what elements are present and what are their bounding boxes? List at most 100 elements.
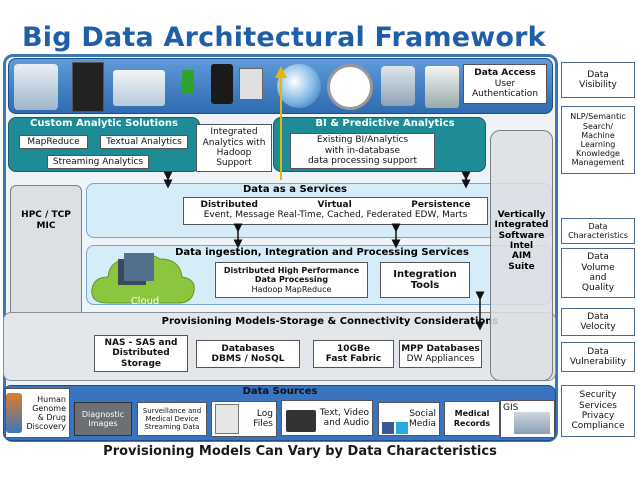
- phone-icon: [182, 70, 194, 94]
- social-line1: Social: [409, 408, 436, 419]
- db-line1: Databases: [221, 343, 275, 354]
- human-line1: Human: [37, 394, 66, 404]
- vertical-label: Vertically Integrated Software Intel AIM…: [490, 210, 553, 272]
- data-sources-title: Data Sources: [242, 386, 318, 397]
- dna-icon: [6, 393, 22, 433]
- bi-predictive-title: BI & Predictive Analytics: [315, 118, 455, 129]
- surv-line2: Medical Device: [145, 414, 199, 423]
- dist-title1: Distributed High Performance: [223, 266, 360, 276]
- nlp-line6: Management: [571, 158, 625, 168]
- daas-title: Data as a Services: [243, 184, 347, 195]
- nlp-line3: Machine: [581, 130, 615, 140]
- daas-persistence: Persistence: [411, 200, 471, 210]
- custom-analytic-title: Custom Analytic Solutions: [30, 118, 178, 129]
- nas-line1: NAS - SAS and: [104, 337, 178, 348]
- text-line2: and Audio: [323, 418, 369, 428]
- char-line2: Characteristics: [568, 231, 628, 240]
- log-line2: Files: [253, 419, 273, 429]
- label-data-velocity: Data Velocity: [561, 308, 635, 336]
- nas-box: NAS - SAS and Distributed Storage: [94, 335, 188, 372]
- vertical-line2: Integrated: [494, 220, 549, 231]
- db-line2: DBMS / NoSQL: [211, 354, 285, 364]
- text-line1: Text, Video: [319, 407, 369, 418]
- gbe-box: 10GBe Fast Fabric: [313, 340, 394, 368]
- vertical-line1: Vertically: [497, 210, 546, 220]
- nlp-line4: Learning: [580, 140, 616, 149]
- diag-line2: Images: [88, 419, 118, 428]
- cloud-label: Cloud: [130, 296, 160, 307]
- surv-line1: Surveillance and: [142, 406, 202, 415]
- monitor-icon: [239, 68, 263, 100]
- vertical-line4: Intel: [509, 241, 534, 252]
- mapreduce-box: MapReduce: [19, 135, 88, 149]
- chart-magnifier-icon: [327, 64, 373, 110]
- video-icon: [286, 410, 316, 432]
- sec-line2: Services: [579, 400, 617, 411]
- existing-bi-line2: with in-database: [324, 145, 401, 156]
- hpc-line1: HPC / TCP: [21, 210, 71, 220]
- vul-line1: Data: [587, 346, 609, 357]
- vertical-line3: Software: [498, 230, 545, 241]
- daas-sub: Event, Message Real-Time, Cached, Federa…: [203, 210, 468, 221]
- data-access-title: Data Access: [474, 68, 536, 79]
- med-line2: Records: [453, 418, 491, 428]
- handheld-scanner-icon: [381, 66, 415, 106]
- gbe-line1: 10GBe: [337, 343, 370, 354]
- doctor-tablet-icon: [14, 64, 58, 110]
- dist-title2: Data Processing: [254, 275, 329, 285]
- label-security: Security Services Privacy Compliance: [561, 385, 635, 437]
- label-data-vulnerability: Data Vulnerability: [561, 342, 635, 372]
- daas-box: Distributed Virtual Persistence Event, M…: [183, 197, 488, 225]
- existing-bi-box: Existing BI/Analytics with in-database d…: [290, 133, 435, 169]
- hpc-label: HPC / TCP MIC: [12, 210, 80, 232]
- gbe-line2: Fast Fabric: [325, 354, 382, 364]
- sec-line3: Privacy: [581, 411, 615, 421]
- vol-line3: and: [589, 273, 607, 283]
- integrated-line2: Analytics with: [202, 137, 266, 148]
- provisioning-title: Provisioning Models-Storage & Connectivi…: [161, 316, 499, 327]
- log-file-icon: [215, 404, 239, 434]
- server-rack-icon: [72, 62, 104, 112]
- daas-distributed: Distributed: [200, 200, 258, 210]
- page-title: Big Data Architectural Framework: [22, 22, 546, 53]
- existing-bi-line1: Existing BI/Analytics: [316, 135, 409, 146]
- diag-line1: Diagnostic: [81, 409, 125, 419]
- vertical-line5: AIM: [511, 251, 532, 262]
- integration-tools-box: Integration Tools: [380, 262, 470, 298]
- surv-line3: Streaming Data: [144, 423, 200, 432]
- social-line2: Media: [408, 419, 436, 429]
- sec-line4: Compliance: [571, 421, 625, 432]
- source-surveillance: Surveillance and Medical Device Streamin…: [137, 402, 207, 436]
- integrated-analytics-box: Integrated Analytics with Hadoop Support: [196, 124, 272, 172]
- log-line1: Log: [256, 408, 273, 419]
- mpp-line1: MPP Databases: [401, 343, 480, 354]
- vol-line1: Data: [587, 252, 609, 263]
- nlp-line1: NLP/Semantic: [570, 112, 626, 122]
- daas-virtual: Virtual: [317, 200, 352, 210]
- twitter-icon: [396, 422, 408, 434]
- integrated-line3: Hadoop: [216, 148, 252, 158]
- nlp-line2: Search/: [582, 121, 614, 131]
- textual-analytics-box: Textual Analytics: [100, 135, 188, 149]
- vel-line2: Velocity: [580, 322, 616, 332]
- dist-sub: Hadoop MapReduce: [251, 284, 332, 294]
- existing-bi-line3: data processing support: [307, 156, 418, 167]
- data-access-box: Data Access User Authentication: [463, 64, 547, 104]
- mpp-box: MPP Databases DW Appliances: [399, 340, 482, 368]
- label-data-volume: Data Volume and Quality: [561, 248, 635, 298]
- integrated-line1: Integrated: [210, 127, 258, 138]
- human-line3: & Drug: [37, 413, 66, 422]
- label-data-characteristics: Data Characteristics: [561, 218, 635, 244]
- vol-line4: Quality: [581, 283, 615, 294]
- gis-label: GIS: [503, 403, 519, 413]
- integration-line2: Tools: [410, 280, 440, 291]
- integration-line1: Integration: [393, 268, 457, 280]
- map-icon: [514, 412, 550, 434]
- integrated-line4: Support: [216, 158, 252, 169]
- laptop-icon: [113, 70, 165, 106]
- footer-caption: Provisioning Models Can Vary by Data Cha…: [103, 444, 497, 459]
- mpp-line2: DW Appliances: [406, 354, 475, 364]
- label-nlp: NLP/Semantic Search/ Machine Learning Kn…: [561, 106, 635, 174]
- source-diagnostic-images: Diagnostic Images: [74, 402, 132, 436]
